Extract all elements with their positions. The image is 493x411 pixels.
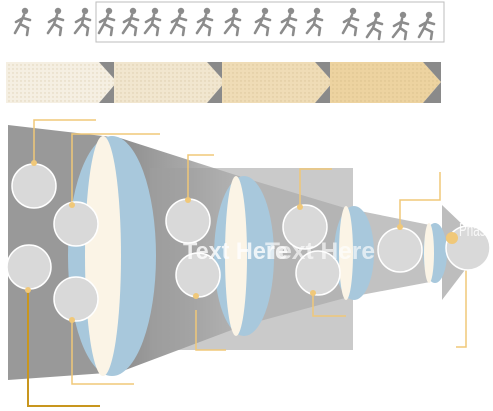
node-circle-9 — [378, 228, 422, 272]
runner-crouch-icon-head — [314, 8, 320, 14]
node-circle-5 — [166, 199, 210, 243]
leader-dot-4 — [69, 317, 75, 323]
leader-dot-10 — [446, 232, 458, 244]
runner-dive-icon-head — [130, 8, 136, 14]
runner-sprint-icon-body — [15, 15, 30, 35]
runner-stride-icon-body — [75, 15, 90, 35]
node-circle-1 — [12, 164, 56, 208]
leader-dot-7 — [297, 204, 303, 210]
leader-dot-8 — [310, 290, 316, 296]
runner-stride-icon-head — [350, 8, 356, 14]
runner-sprint-icon — [15, 8, 30, 35]
funnel-disc-1-cream — [85, 136, 121, 376]
runner-sprint-icon-head — [288, 8, 294, 14]
leader-dot-3 — [25, 287, 31, 293]
phase-arrow-2-texture — [114, 62, 225, 103]
runner-jump-icon-head — [232, 8, 238, 14]
funnel-text-2: Text Here — [265, 238, 375, 265]
leader-dot-5 — [185, 197, 191, 203]
runner-jump-icon-head — [106, 8, 112, 14]
leader-dot-6 — [193, 293, 199, 299]
runner-stride-icon-head — [204, 8, 210, 14]
runner-dive-icon-head — [262, 8, 268, 14]
leader-dot-2 — [69, 202, 75, 208]
node-circle-4 — [54, 277, 98, 321]
runner-dive-icon-head — [400, 12, 406, 18]
end-text: Phase — [459, 220, 492, 240]
node-circle-2 — [54, 202, 98, 246]
runner-sprint-icon-head — [22, 8, 28, 14]
phase-arrow-1-texture — [6, 62, 117, 103]
runner-crouch-icon-head — [55, 8, 61, 14]
runner-sprint-icon-head — [152, 8, 158, 14]
funnel-disc-4-cream — [424, 223, 434, 283]
runner-crouch-icon — [48, 8, 63, 35]
leader-dot-9 — [397, 224, 403, 230]
phase-arrows — [6, 62, 441, 103]
leader-dot-1 — [31, 160, 37, 166]
leader-line-9 — [456, 268, 466, 347]
leader-line-8 — [400, 172, 440, 227]
runner-sprint-icon-head — [426, 12, 432, 18]
funnel-disc-4 — [423, 223, 447, 283]
runner-crouch-icon-head — [178, 8, 184, 14]
phase-arrow-4-texture — [330, 62, 441, 103]
runner-crouch-icon-body — [48, 15, 63, 35]
funnel-disc-1 — [68, 136, 156, 376]
runner-stride-icon — [75, 8, 90, 35]
phase-arrow-3-texture — [222, 62, 333, 103]
runner-strip — [15, 2, 444, 42]
runner-stride-icon-head — [82, 8, 88, 14]
runner-jump-icon-head — [374, 12, 380, 18]
node-circle-3 — [7, 245, 51, 289]
